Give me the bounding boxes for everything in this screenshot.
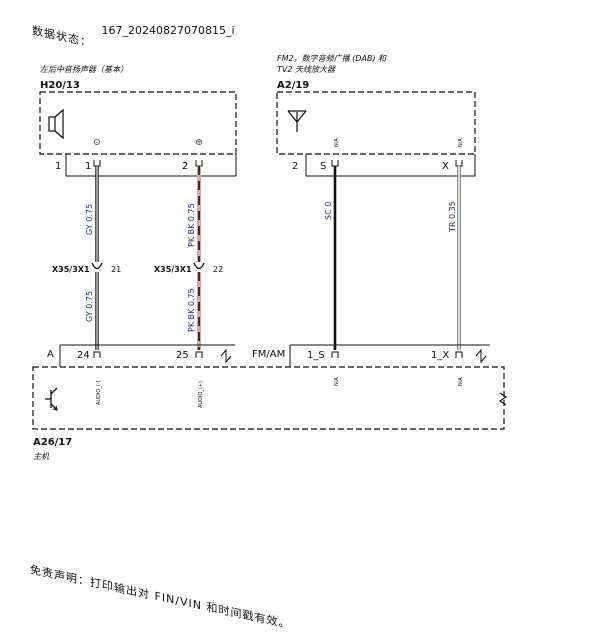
- amplifier-box: [276, 91, 476, 155]
- wire-pk-bk-spec-bottom: PK BK 0.75: [187, 288, 196, 332]
- status-value: 167_20240827070815_i: [101, 24, 235, 37]
- wire-sc-spec: SC 0: [324, 202, 333, 220]
- head-unit-pin-25: 25: [176, 350, 189, 361]
- splice-21-connector: X35/3X1: [52, 265, 90, 274]
- head-unit-pin-24-terminal: [93, 351, 101, 358]
- speaker-icon: [48, 108, 64, 140]
- speaker-pin1-terminal: [93, 160, 101, 167]
- amplifier-pin-s-terminal: [331, 160, 339, 167]
- amplifier-connector-number: 2: [292, 161, 298, 172]
- speaker-pin2-terminal: [195, 160, 203, 167]
- speaker-box: [39, 91, 237, 155]
- head-unit-id: A26/17: [33, 437, 72, 448]
- speaker-connector-number: 1: [55, 161, 61, 172]
- wire-pk-bk-spec-top: PK BK 0.75: [187, 203, 196, 247]
- head-unit-connector-a-frame: [59, 344, 235, 367]
- speaker-pin2-number: 2: [182, 161, 188, 172]
- splice-21-pin: 21: [111, 265, 121, 274]
- amplifier-pin-x-terminal: [455, 160, 463, 167]
- head-unit-pin-1x-terminal: [455, 351, 463, 358]
- wire-gy-spec-top: GY 0.75: [85, 204, 94, 235]
- wire-gy: GY 0.75 GY 0.75: [85, 166, 99, 350]
- wiring-diagram-page: 数据状态： 167_20240827070815_i 左后中音扬声器（基本） H…: [30, 22, 507, 631]
- speaker-pin1-sign: -: [96, 139, 98, 146]
- header-status: 数据状态： 167_20240827070815_i: [32, 22, 235, 50]
- connector-a-break-icon: [220, 348, 232, 364]
- splice-21: X35/3X1 21: [52, 262, 121, 274]
- disclaimer-text: 免责声明：打印输出对 FIN/VIN 和时间戳有效。: [30, 563, 291, 632]
- head-unit-connector-fm: FM/AM: [252, 349, 285, 360]
- amplifier-connector-frame: [305, 154, 476, 177]
- footer-disclaimer: 免责声明：打印输出对 FIN/VIN 和时间戳有效。: [30, 561, 291, 631]
- component-head-unit: A 24 25 FM/AM 1_S 1_X AUDIO_(-) AUDIO_(+…: [32, 344, 507, 461]
- antenna-icon: [287, 110, 307, 132]
- wire-tr: TR 0.35: [448, 166, 461, 350]
- wire-tr-spec: TR 0.35: [448, 201, 457, 233]
- speaker-pin2-sign: +: [196, 139, 201, 146]
- component-speaker: 左后中音扬声器（基本） H20/13 - + 1 1 2: [39, 65, 237, 177]
- head-unit-pin-1s-label: N/A: [334, 377, 340, 386]
- speaker-connector-frame: [65, 154, 236, 177]
- splice-22: X35/3X1 22: [154, 262, 223, 274]
- transistor-icon: [45, 387, 58, 411]
- speaker-pin1-number: 1: [85, 161, 91, 172]
- head-unit-connector-a: A: [47, 349, 54, 360]
- amplifier-pin-s-label: N/A: [334, 138, 340, 147]
- amplifier-description-line1: FM2，数字音频广播 (DAB) 和: [277, 54, 387, 63]
- head-unit-pin-25-terminal: [195, 351, 203, 358]
- wire-pk-bk: PK BK 0.75 PK BK 0.75: [187, 166, 201, 350]
- head-unit-pin-25-label: AUDIO_(+): [198, 381, 204, 408]
- splice-21-symbol: [91, 262, 103, 270]
- wire-gy-spec-bottom: GY 0.75: [85, 291, 94, 322]
- wire-sc: SC 0: [324, 166, 337, 350]
- splice-22-symbol: [193, 262, 205, 270]
- amplifier-pin-s-number: S: [320, 161, 326, 172]
- head-unit-pin-24: 24: [77, 350, 90, 361]
- head-unit-description: 主机: [33, 452, 50, 461]
- connector-fm-break-icon: [475, 348, 487, 364]
- head-unit-pin-24-label: AUDIO_(-): [96, 380, 102, 405]
- speaker-description: 左后中音扬声器（基本）: [40, 65, 128, 74]
- head-unit-pin-1s-terminal: [331, 351, 339, 358]
- splice-22-pin: 22: [213, 265, 223, 274]
- head-unit-pin-1x: 1_X: [431, 350, 449, 361]
- amplifier-pin-x-number: X: [442, 161, 449, 172]
- component-amplifier: FM2，数字音频广播 (DAB) 和 TV2 天线放大器 A2/19 N/A N…: [276, 54, 476, 177]
- head-unit-break-icon: [499, 392, 507, 406]
- amplifier-description-line2: TV2 天线放大器: [277, 65, 336, 74]
- splice-22-connector: X35/3X1: [154, 265, 192, 274]
- head-unit-pin-1x-label: N/A: [458, 377, 464, 386]
- amplifier-id: A2/19: [277, 80, 309, 91]
- amplifier-pin-x-label: N/A: [458, 138, 464, 147]
- wiring-diagram: 左后中音扬声器（基本） H20/13 - + 1 1 2 FM2，数字音频广播 …: [32, 54, 507, 461]
- head-unit-box: [32, 366, 505, 430]
- head-unit-connector-fm-frame: [289, 344, 490, 367]
- head-unit-pin-1s: 1_S: [307, 350, 325, 361]
- speaker-id: H20/13: [40, 80, 80, 91]
